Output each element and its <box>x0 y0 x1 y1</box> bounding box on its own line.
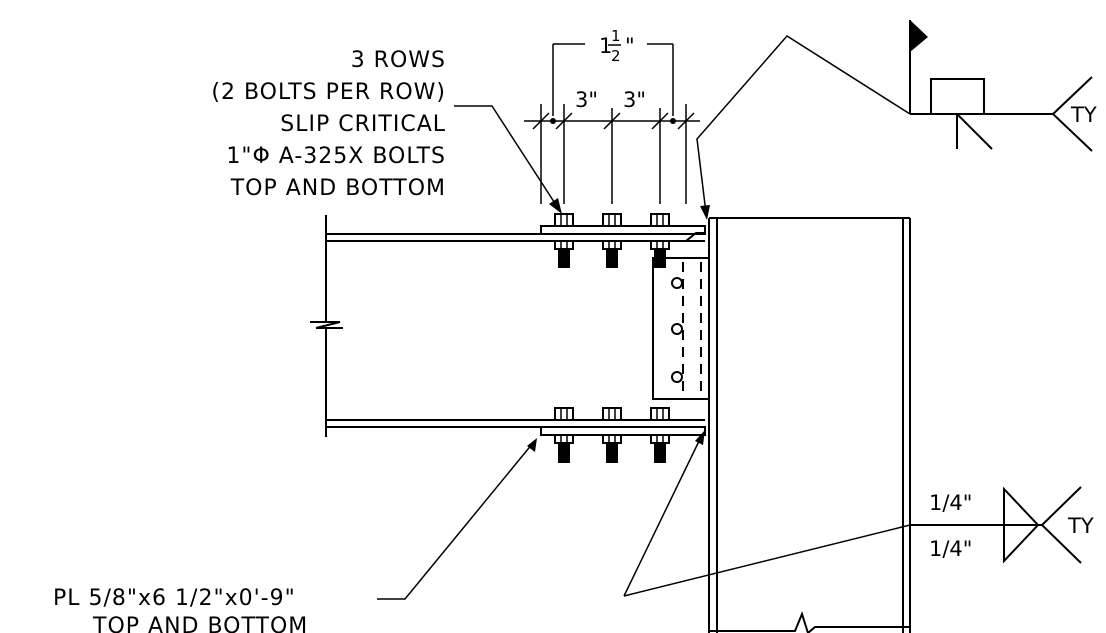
beam <box>310 215 705 437</box>
bottom-weld-arrowhead <box>695 430 705 445</box>
dim-edge-whole: 1 <box>599 34 612 58</box>
top-plate-weld-bevel <box>685 232 705 242</box>
bottom-weld-symbol: 1/4" 1/4" TY <box>623 430 1094 597</box>
beam-break-symbol <box>310 321 343 329</box>
plate-note-line-2: TOP AND BOTTOM <box>92 614 308 633</box>
shear-bolt-hole-1 <box>671 277 683 289</box>
dim-tick <box>603 112 621 130</box>
bottom-weld-leader-b <box>623 436 702 597</box>
dim-tick <box>651 112 669 130</box>
column <box>708 217 911 633</box>
plate-callout: PL 5/8"x6 1/2"x0'-9" TOP AND BOTTOM <box>53 438 537 633</box>
shear-tab <box>652 257 710 400</box>
dim-edge-unit: " <box>625 34 635 58</box>
dim-edge-num: 1 <box>611 27 621 45</box>
bolt-note-line-1: 3 ROWS <box>351 48 446 73</box>
bolt-bottom-3 <box>650 407 670 463</box>
shear-bolt-hole-3 <box>671 371 683 383</box>
bevel-weld-diagonal <box>956 113 993 150</box>
bolt-top-1 <box>554 213 574 268</box>
dim-edge-den: 2 <box>611 47 621 65</box>
weld-size-arrow-side: 1/4" <box>929 491 972 515</box>
dimensions: 1 1 2 " 3" 3" <box>524 27 700 204</box>
shear-bolt-hole-2 <box>671 323 683 335</box>
plate-leader-line <box>377 442 534 600</box>
dim-tick <box>532 112 550 130</box>
bottom-weld-tail <box>1040 486 1082 564</box>
groove-weld-symbol <box>930 78 985 115</box>
field-weld-flag-icon <box>910 20 928 52</box>
dim-tick <box>677 112 695 130</box>
plate-note-line-1: PL 5/8"x6 1/2"x0'-9" <box>53 586 296 611</box>
dim-dot <box>550 118 556 124</box>
top-weld-tail-text: TY <box>1070 103 1097 127</box>
bolt-bottom-1 <box>554 407 574 463</box>
dim-tick <box>555 112 573 130</box>
bolt-top-2 <box>602 213 622 268</box>
bolt-top-3 <box>650 213 670 268</box>
bolt-note-line-4: 1"Φ A-325X BOLTS <box>226 144 446 169</box>
top-weld-leader-line <box>696 35 911 214</box>
flange-bolts <box>554 213 670 463</box>
bolt-leader-arrowhead <box>549 198 562 214</box>
bottom-weld-tail-text: TY <box>1067 514 1094 538</box>
flange-plates <box>540 225 706 436</box>
bolt-callout: 3 ROWS (2 BOLTS PER ROW) SLIP CRITICAL 1… <box>211 48 562 214</box>
dim-dot <box>670 118 676 124</box>
weld-size-other-side: 1/4" <box>929 537 972 561</box>
bolt-note-line-3: SLIP CRITICAL <box>280 112 446 137</box>
top-flange-plate <box>540 225 706 235</box>
bolt-leader-line <box>454 105 559 209</box>
top-weld-tail <box>1051 76 1093 152</box>
dim-spacing-1: 3" <box>575 88 598 112</box>
bolt-note-line-5: TOP AND BOTTOM <box>230 176 446 201</box>
top-weld-arrowhead <box>700 205 710 220</box>
bottom-flange-plate <box>540 426 706 436</box>
bolt-note-line-2: (2 BOLTS PER ROW) <box>211 80 446 105</box>
fillet-weld-symbol <box>1003 486 1040 564</box>
top-weld-symbol: TY <box>696 20 1097 220</box>
bottom-weld-leader-a <box>623 524 911 597</box>
bolt-bottom-2 <box>602 407 622 463</box>
plate-leader-arrowhead <box>527 438 537 452</box>
dim-spacing-2: 3" <box>623 88 646 112</box>
column-break-symbol <box>709 611 910 633</box>
